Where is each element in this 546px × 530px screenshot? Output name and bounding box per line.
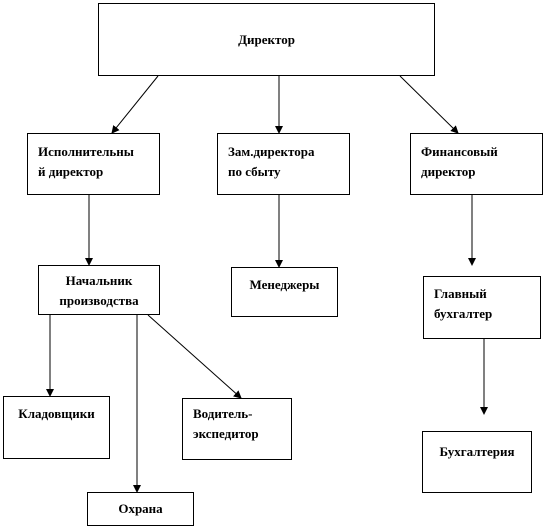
node-storekeepers: Кладовщики xyxy=(3,396,110,459)
edge-prod-to-driver xyxy=(147,314,242,399)
node-financial-director-label: Финансовый директор xyxy=(421,144,498,179)
node-accounting: Бухгалтерия xyxy=(422,431,532,493)
node-security: Охрана xyxy=(87,492,194,526)
edge-director-to-fin xyxy=(399,75,459,134)
node-chief-accountant-label: Главный бухгалтер xyxy=(434,286,493,321)
node-managers-label: Менеджеры xyxy=(249,277,320,292)
node-director-label: Директор xyxy=(238,32,295,47)
node-storekeepers-label: Кладовщики xyxy=(18,406,95,421)
node-director: Директор xyxy=(98,3,435,76)
node-security-label: Охрана xyxy=(118,501,163,516)
node-driver-forwarder-label: Водитель- экспедитор xyxy=(193,406,259,441)
node-executive-director: Исполнительны й директор xyxy=(27,133,160,195)
node-head-of-production-label: Начальник производства xyxy=(59,273,139,308)
edge-director-to-exec xyxy=(111,75,159,134)
node-accounting-label: Бухгалтерия xyxy=(439,444,515,459)
node-managers: Менеджеры xyxy=(231,267,338,317)
node-driver-forwarder: Водитель- экспедитор xyxy=(182,398,292,460)
node-deputy-director-sales-label: Зам.директора по сбыту xyxy=(228,144,315,179)
node-deputy-director-sales: Зам.директора по сбыту xyxy=(217,133,350,195)
node-chief-accountant: Главный бухгалтер xyxy=(423,276,541,339)
node-executive-director-label: Исполнительны й директор xyxy=(38,144,134,179)
node-financial-director: Финансовый директор xyxy=(410,133,543,195)
node-head-of-production: Начальник производства xyxy=(38,265,160,315)
